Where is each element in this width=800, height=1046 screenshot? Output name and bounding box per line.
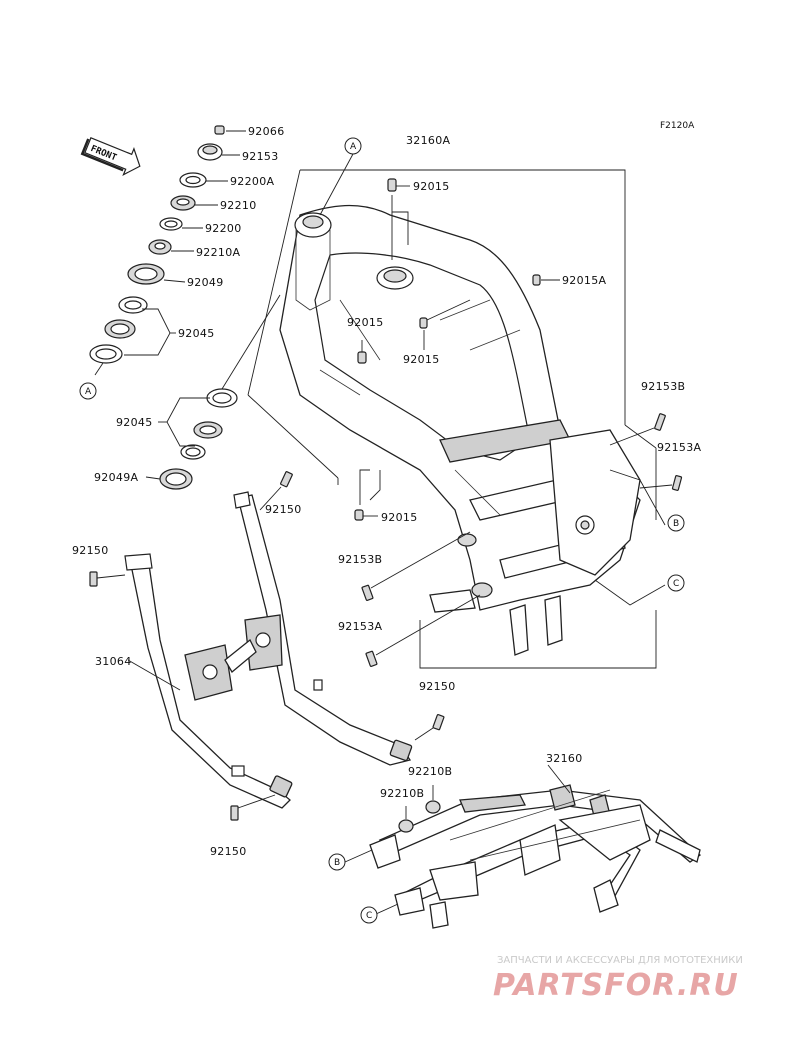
label-92015A: 92015A (562, 274, 606, 287)
down-tube-bolts (89, 471, 445, 821)
bolt-92150-c (432, 714, 445, 731)
label-92015-d: 92015 (381, 511, 418, 524)
diagram-code: F2120A (660, 121, 695, 131)
bolt-92153B-right (654, 413, 666, 431)
label-92153: 92153 (242, 150, 279, 163)
label-92049A: 92049A (94, 471, 138, 484)
bolt-92150-a (280, 471, 293, 488)
bolt-92153A-left (365, 650, 378, 667)
cap-92066 (214, 125, 225, 135)
steering-stem-parts (89, 125, 246, 376)
watermark-subtitle: ЗАПЧАСТИ И АКСЕССУАРЫ ДЛЯ МОТОТЕХНИКИ (497, 955, 743, 966)
label-92210: 92210 (220, 199, 257, 212)
part-labels: 92066 92153 92200A 92210 92200 92210A 92… (72, 125, 701, 858)
label-92150-a: 92150 (265, 503, 302, 516)
bolt-92153B-left (361, 584, 374, 601)
callout-A-top-label: A (350, 142, 357, 152)
label-92045-mid: 92045 (116, 416, 153, 429)
bolt-92153A-right (671, 475, 683, 491)
label-32160A: 32160A (406, 134, 450, 147)
main-frame-32160A (279, 204, 641, 656)
rear-subframe-32160 (344, 764, 702, 929)
frame-fasteners (354, 178, 683, 667)
callout-C-right-label: C (673, 579, 679, 589)
label-32160: 32160 (546, 752, 583, 765)
callout-A-left-label: A (85, 387, 92, 397)
callout-A-top: A (319, 137, 362, 216)
watermark-brand: PARTSFOR.RU (493, 968, 739, 1003)
label-92200: 92200 (205, 222, 242, 235)
label-31064: 31064 (95, 655, 132, 668)
nut-92210B-lower (398, 819, 414, 833)
label-92015-a: 92015 (413, 180, 450, 193)
label-92045-top: 92045 (178, 327, 215, 340)
label-92150-b: 92150 (72, 544, 109, 557)
bolt-92015-left (357, 351, 367, 364)
label-92153A-left: 92153A (338, 620, 382, 633)
label-92210A: 92210A (196, 246, 240, 259)
label-92153B-left: 92153B (338, 553, 382, 566)
bolt-92150-b (89, 571, 98, 587)
front-arrow-icon: FRONT (80, 137, 141, 177)
watermark: ЗАПЧАСТИ И АКСЕССУАРЫ ДЛЯ МОТОТЕХНИКИ PA… (493, 955, 743, 1003)
label-92210B-lower: 92210B (380, 787, 424, 800)
label-92200A: 92200A (230, 175, 274, 188)
callout-B-bottom-label: B (334, 858, 340, 868)
callout-A-left: A (79, 382, 97, 400)
label-92066: 92066 (248, 125, 285, 138)
callout-B-bottom: B (328, 853, 346, 871)
callout-C-bottom: C (360, 906, 378, 924)
callout-C-bottom-label: C (366, 911, 372, 921)
bolt-92015-top (387, 178, 397, 192)
bolt-92015A (532, 274, 541, 286)
bolt-92015-center (419, 317, 428, 329)
down-tube-31064 (124, 491, 413, 809)
callout-B-right: B (667, 514, 685, 532)
callout-C-right: C (667, 574, 685, 592)
label-92210B-upper: 92210B (408, 765, 452, 778)
label-92049: 92049 (187, 276, 224, 289)
label-92015-b: 92015 (347, 316, 384, 329)
label-92150-d: 92150 (210, 845, 247, 858)
callout-B-right-label: B (673, 519, 679, 529)
lower-bearing-parts (145, 294, 281, 490)
label-92153B-right: 92153B (641, 380, 685, 393)
bolt-92150-d (230, 805, 239, 821)
label-92153A-right: 92153A (657, 441, 701, 454)
bolt-92015-lower (354, 509, 364, 521)
label-92015-c: 92015 (403, 353, 440, 366)
nut-92210B-upper (425, 800, 441, 814)
label-92150-c: 92150 (419, 680, 456, 693)
